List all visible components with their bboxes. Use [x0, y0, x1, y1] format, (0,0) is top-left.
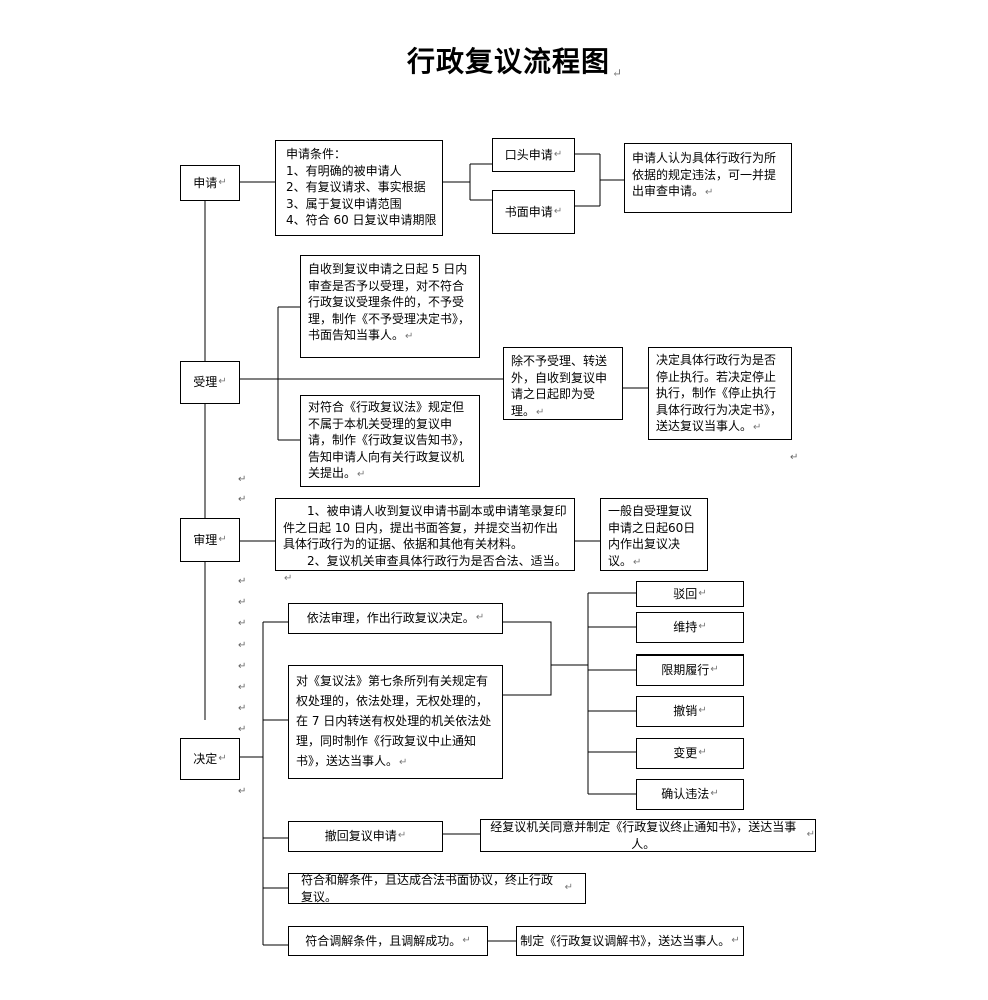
- stray-para-mark: ↵: [238, 703, 247, 714]
- accept-accepted: 除不予受理、转送外，自收到复议申请之日起即为受理。↵: [503, 347, 623, 420]
- stray-para-mark: ↵: [238, 597, 247, 608]
- review-step: 1、被申请人收到复议申请书副本或申请笔录复印件之日起 10 日内，提出书面答复，…: [283, 504, 567, 551]
- stray-para-mark: ↵: [238, 618, 247, 629]
- accept-reject: 自收到复议申请之日起 5 日内审查是否予以受理，对不符合行政复议受理条件的，不予…: [300, 255, 480, 358]
- review-step: 2、复议机关审查具体行政行为是否合法、适当。↵: [284, 553, 567, 585]
- stage-accept: 受理↵: [180, 361, 240, 404]
- decide-mediate: 符合调解条件，且调解成功。↵: [288, 926, 488, 956]
- stage-review: 审理↵: [180, 518, 240, 562]
- condition-item: 2、有复议请求、事实根据: [286, 180, 426, 194]
- condition-item: 4、符合 60 日复议申请期限: [286, 213, 437, 227]
- stray-para-mark: ↵: [238, 786, 247, 797]
- withdraw-note: 经复议机关同意并制定《行政复议终止通知书》，送达当事人。↵: [480, 819, 816, 852]
- stray-para-mark: ↵: [790, 452, 799, 463]
- condition-item: 3、属于复议申请范围: [286, 196, 402, 211]
- conditions-title: 申请条件：: [286, 147, 347, 161]
- stray-para-mark: ↵: [238, 494, 247, 505]
- review-deadline: 一般自受理复议申请之日起60日内作出复议决议。↵: [600, 498, 708, 571]
- stray-para-mark: ↵: [238, 640, 247, 651]
- outcome-deadline-perform: 限期履行↵: [636, 654, 744, 686]
- decide-lawful: 依法审理，作出行政复议决定。↵: [288, 603, 503, 634]
- decide-settle: 符合和解条件，且达成合法书面协议，终止行政复议。↵: [288, 873, 586, 904]
- stray-para-mark: ↵: [238, 724, 247, 735]
- stray-para-mark: ↵: [238, 682, 247, 693]
- outcome-reject: 驳回↵: [636, 581, 744, 607]
- stray-para-mark: ↵: [238, 474, 247, 485]
- decide-article7: 对《复议法》第七条所列有关规定有权处理的，依法处理，无权处理的，在 7 日内转送…: [288, 665, 503, 779]
- review-steps: 1、被申请人收到复议申请书副本或申请笔录复印件之日起 10 日内，提出书面答复，…: [275, 498, 575, 584]
- outcome-change: 变更↵: [636, 738, 744, 769]
- accept-transfer: 对符合《行政复议法》规定但不属于本机关受理的复议申请，制作《行政复议告知书》，告…: [300, 395, 480, 487]
- condition-item: 1、有明确的被申请人: [286, 163, 402, 178]
- decide-withdraw: 撤回复议申请↵: [288, 821, 443, 852]
- page-title: 行政复议流程图↵: [406, 45, 624, 80]
- stage-apply: 申请↵: [180, 165, 240, 201]
- outcome-maintain: 维持↵: [636, 612, 744, 643]
- apply-note: 申请人认为具体行政行为所依据的规定违法，可一并提出审查申请。↵: [624, 143, 792, 213]
- stray-para-mark: ↵: [238, 576, 247, 587]
- mediate-note: 制定《行政复议调解书》，送达当事人。↵: [516, 926, 744, 956]
- apply-written: 书面申请↵: [492, 190, 575, 234]
- accept-suspend: 决定具体行政行为是否停止执行。若决定停止执行，制作《停止执行具体行政行为决定书》…: [648, 347, 792, 440]
- stage-decide: 决定↵: [180, 738, 240, 780]
- apply-conditions: 申请条件： 1、有明确的被申请人 2、有复议请求、事实根据 3、属于复议申请范围…: [275, 140, 443, 236]
- apply-oral: 口头申请↵: [492, 138, 575, 172]
- stray-para-mark: ↵: [238, 661, 247, 672]
- outcome-revoke: 撤销↵: [636, 696, 744, 727]
- outcome-confirm-illegal: 确认违法↵: [636, 779, 744, 810]
